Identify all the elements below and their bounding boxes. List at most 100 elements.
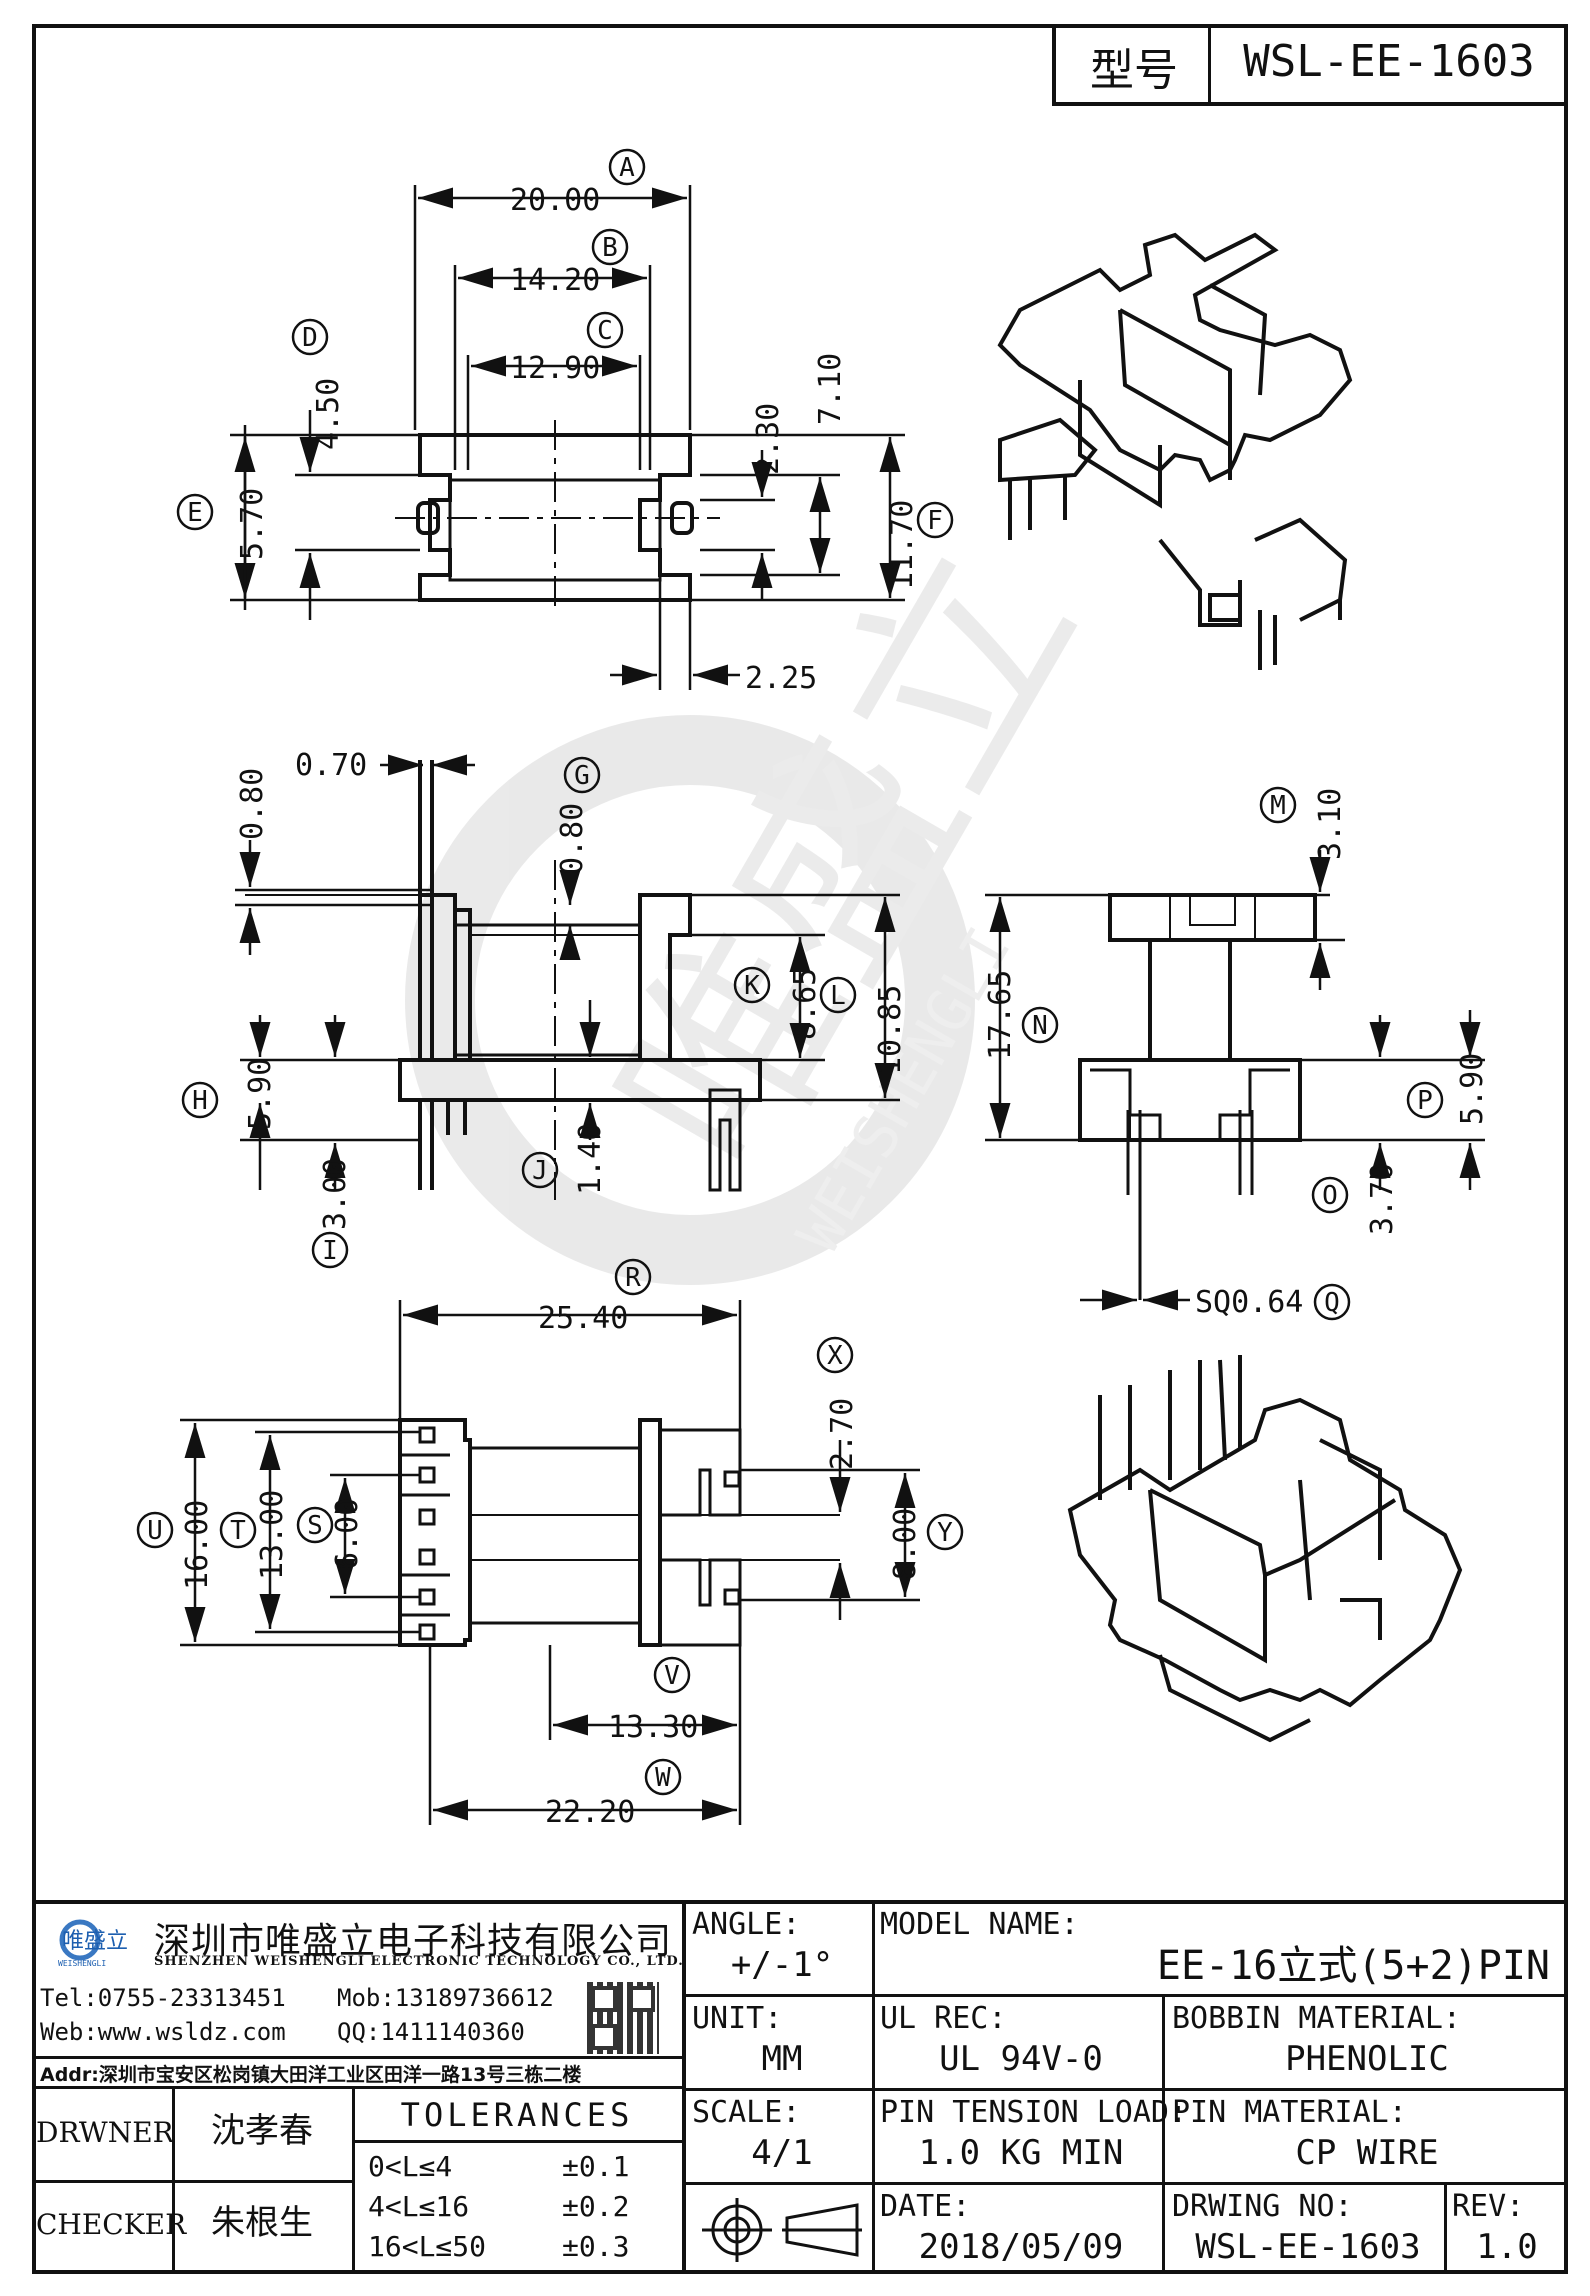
marker-Q: Q <box>1313 1283 1351 1321</box>
company-logo: 唯盛立 WEISHENGLI <box>40 1916 150 1968</box>
marker-S: S <box>296 1506 334 1544</box>
dim-N: 17.65 <box>983 970 1018 1060</box>
dim-K: 8.65 <box>788 968 823 1040</box>
svg-text:X: X <box>827 1341 843 1371</box>
marker-A: A <box>608 148 646 186</box>
svg-text:B: B <box>602 233 618 263</box>
svg-text:G: G <box>574 761 590 791</box>
tolerance-value-1: ±0.1 <box>562 2150 630 2183</box>
isometric-view-bottom <box>1067 1355 1463 1743</box>
marker-R: R <box>614 1258 652 1296</box>
dim-F: 11.70 <box>885 500 920 590</box>
svg-text:F: F <box>927 506 943 536</box>
svg-text:L: L <box>830 981 846 1011</box>
svg-text:R: R <box>625 1263 641 1293</box>
model-name-value: EE-16立式(5+2)PIN <box>1156 1943 1550 1989</box>
title-block: 唯盛立 WEISHENGLI 深圳市唯盛立电子科技有限公司 SHENZHEN W… <box>32 1900 1568 2274</box>
drawer-value: 沈孝春 <box>211 2111 313 2151</box>
type-label: 型号 <box>1090 45 1178 96</box>
svg-text:I: I <box>322 1236 338 1266</box>
marker-U: U <box>136 1511 174 1549</box>
type-box-divider <box>1208 24 1211 106</box>
drawer-label: DRWNER <box>36 2116 174 2149</box>
marker-C: C <box>586 311 624 349</box>
side-view <box>1078 893 1317 1300</box>
marker-T: T <box>219 1511 257 1549</box>
bobbin-material-value: PHENOLIC <box>1285 2039 1449 2079</box>
svg-text:W: W <box>655 1763 671 1793</box>
ul-rec-label: UL REC: <box>880 2001 1007 2036</box>
rev-value: 1.0 <box>1476 2227 1538 2267</box>
svg-text:T: T <box>230 1516 246 1546</box>
svg-text:O: O <box>1322 1181 1338 1211</box>
company-name-cn: 深圳市唯盛立电子科技有限公司 <box>154 1921 673 1962</box>
marker-O: O <box>1311 1176 1349 1214</box>
unit-label: UNIT: <box>692 2001 783 2036</box>
marker-E: E <box>176 493 214 531</box>
dim-070: 0.70 <box>295 748 367 783</box>
svg-text:H: H <box>192 1086 208 1116</box>
dim-L: 10.85 <box>873 985 908 1075</box>
rev-label: REV: <box>1452 2189 1525 2224</box>
logo-text-en: WEISHENGLI <box>58 1959 106 1968</box>
checker-value: 朱根生 <box>211 2203 313 2243</box>
marker-N: N <box>1021 1006 1059 1044</box>
tolerance-value-3: ±0.3 <box>562 2230 630 2263</box>
dim-V: 13.30 <box>608 1710 698 1745</box>
technical-drawing: 唯盛立 WEISHENGLI <box>136 148 1490 1830</box>
dim-D: 4.50 <box>311 378 346 450</box>
dim-710: 7.10 <box>813 353 848 425</box>
company-web: Web:www.wsldz.com <box>40 2018 286 2046</box>
dim-E: 5.70 <box>235 488 270 560</box>
date-value: 2018/05/09 <box>918 2227 1124 2267</box>
dim-X: 2.70 <box>825 1398 860 1470</box>
drwing-no-value: WSL-EE-1603 <box>1195 2227 1421 2267</box>
top-view <box>395 420 720 610</box>
svg-text:P: P <box>1417 1086 1433 1116</box>
tolerance-range-2: 4<L≤16 <box>368 2190 470 2223</box>
pin-material-value: CP WIRE <box>1295 2133 1439 2173</box>
svg-text:V: V <box>664 1661 680 1691</box>
dim-A: 20.00 <box>510 183 600 218</box>
drwing-no-label: DRWING NO: <box>1172 2189 1353 2224</box>
svg-text:Q: Q <box>1324 1288 1340 1318</box>
svg-text:S: S <box>307 1511 323 1541</box>
angle-label: ANGLE: <box>692 1907 801 1942</box>
marker-B: B <box>591 228 629 266</box>
marker-J: J <box>521 1151 559 1189</box>
tolerances-label: TOLERANCES <box>400 2096 634 2134</box>
front-view <box>245 760 762 1200</box>
marker-W: W <box>644 1758 682 1796</box>
svg-text:D: D <box>302 323 318 353</box>
company-qq: QQ:1411140360 <box>337 2018 525 2046</box>
svg-text:K: K <box>744 971 760 1001</box>
marker-X: X <box>816 1336 854 1374</box>
dim-J: 1.40 <box>573 1123 608 1195</box>
pin-tension-label: PIN TENSION LOAD: <box>880 2095 1188 2130</box>
company-tel: Tel:0755-23313451 <box>40 1984 286 2012</box>
company-name-en: SHENZHEN WEISHENGLI ELECTRONIC TECHNOLOG… <box>154 1954 684 1969</box>
pin-material-label: PIN MATERIAL: <box>1172 2095 1407 2130</box>
marker-H: H <box>181 1081 219 1119</box>
checker-label: CHECKER <box>36 2208 187 2241</box>
marker-M: M <box>1259 786 1297 824</box>
scale-value: 4/1 <box>751 2133 813 2173</box>
dim-U: 16.00 <box>180 1500 215 1590</box>
tolerance-range-1: 0<L≤4 <box>368 2150 453 2183</box>
dim-H: 5.90 <box>243 1058 278 1130</box>
outer-border <box>32 24 1568 2274</box>
svg-text:J: J <box>532 1156 548 1186</box>
ul-rec-value: UL 94V-0 <box>939 2039 1103 2079</box>
isometric-view-top <box>997 232 1353 670</box>
dim-Q: SQ0.64 <box>1195 1285 1303 1320</box>
svg-text:A: A <box>619 153 635 183</box>
svg-text:E: E <box>187 498 203 528</box>
marker-Y: Y <box>926 1513 964 1551</box>
dim-G: 0.80 <box>555 803 590 875</box>
logo-text-cn: 唯盛立 <box>62 1929 128 1954</box>
dim-Y: 8.00 <box>888 1508 923 1580</box>
dim-P: 5.90 <box>1455 1053 1490 1125</box>
company-address: Addr:深圳市宝安区松岗镇大田洋工业区田洋一路13号三栋二楼 <box>40 2064 582 2086</box>
svg-text:N: N <box>1032 1011 1048 1041</box>
dim-S: 6.00 <box>330 1498 365 1570</box>
